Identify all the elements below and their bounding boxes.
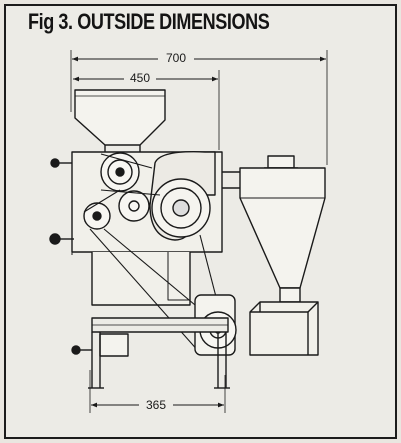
collection-box (249, 301, 319, 356)
dimension-450: 450 (73, 70, 220, 150)
figure-title: Fig 3. OUTSIDE DIMENSIONS (28, 9, 270, 34)
dimension-label-365: 365 (146, 398, 166, 412)
fan-housing (149, 151, 216, 241)
upper-pulley (100, 152, 140, 192)
base-stand (88, 317, 230, 389)
adjustment-knobs (49, 158, 92, 355)
dimension-label-700: 700 (166, 51, 186, 65)
middle-pulleys (83, 190, 150, 230)
hopper (74, 89, 166, 152)
dimension-700: 700 (70, 50, 328, 165)
dimension-label-450: 450 (130, 71, 150, 85)
cyclone-separator (222, 155, 326, 303)
dimension-365: 365 (89, 370, 226, 413)
